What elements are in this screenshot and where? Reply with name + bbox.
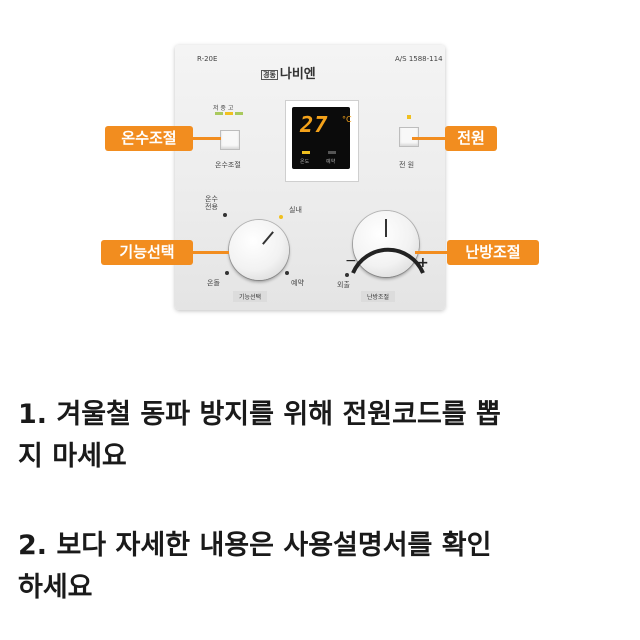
level-labels: 저 중 고: [213, 105, 234, 112]
mode-label-hot-water-only: 온수 전용: [205, 195, 218, 211]
as-number: A/S 1588-114: [395, 55, 443, 63]
callout-hot-water: 온수조절: [105, 126, 193, 151]
note-line-4: 하세요: [18, 572, 93, 603]
mode-label-reserve: 예약: [291, 279, 304, 287]
model-number: R-20E: [197, 55, 218, 63]
heating-tag: 난방조절: [361, 291, 396, 302]
display-sub-left: 온도: [300, 159, 310, 165]
power-button-label: 전 원: [399, 161, 415, 169]
display-led-reserve: [328, 151, 336, 154]
callout-line-heating: [415, 251, 447, 254]
heating-knob-indicator: [385, 219, 387, 237]
heating-knob[interactable]: [353, 211, 419, 277]
note-line-3: 2. 보다 자세한 내용은 사용설명서를 확인: [18, 530, 492, 561]
display-frame: 27 °C 온도 예약: [285, 100, 359, 182]
mode-dot-indoor: [279, 215, 283, 219]
callout-heating: 난방조절: [447, 240, 539, 265]
level-led-high: [235, 112, 243, 115]
mode-dot-reserve: [285, 271, 289, 275]
callout-power: 전원: [445, 126, 497, 151]
level-led-low: [215, 112, 223, 115]
heating-dot-away: [345, 273, 349, 277]
callout-line-hot-water: [193, 137, 221, 140]
callout-line-function: [193, 251, 229, 254]
function-tag: 기능선택: [233, 291, 268, 302]
temperature-unit: °C: [342, 115, 352, 124]
heating-minus: −: [345, 253, 357, 269]
note-line-2: 지 마세요: [18, 441, 127, 472]
power-led: [407, 115, 411, 119]
display-sub-right: 예약: [326, 159, 336, 165]
display-led-temp: [302, 151, 310, 154]
mode-label-indoor: 실내: [289, 206, 302, 214]
function-knob[interactable]: [229, 220, 289, 280]
mode-dot-hot-water: [223, 213, 227, 217]
hot-water-button[interactable]: [220, 130, 240, 150]
heating-plus: +: [417, 255, 429, 271]
note-line-1: 1. 겨울철 동파 방지를 위해 전원코드를 뽑: [18, 399, 501, 430]
mode-dot-ondol: [225, 271, 229, 275]
lcd-screen: 27 °C 온도 예약: [292, 107, 352, 169]
callout-line-power: [412, 137, 446, 140]
heating-label-away: 외출: [337, 281, 350, 289]
callout-function: 기능선택: [101, 240, 193, 265]
mode-label-ondol: 온돌: [207, 279, 220, 287]
heating-scale-arc: [351, 247, 425, 274]
function-knob-indicator: [262, 231, 274, 245]
level-led-mid: [225, 112, 233, 115]
temperature-readout: 27: [300, 113, 329, 138]
hot-water-button-label: 온수조절: [215, 161, 241, 169]
